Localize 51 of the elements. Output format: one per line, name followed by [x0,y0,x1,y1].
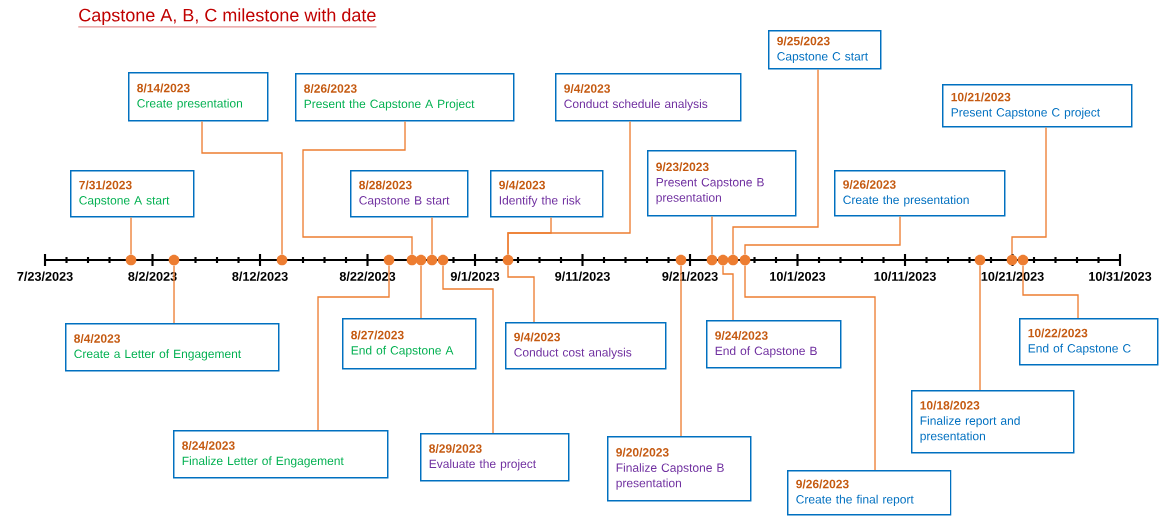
leader-line [1011,126,1047,256]
milestone-box: 8/24/2023 Finalize Letter of Engagement [173,430,389,479]
milestone-box: 9/24/2023 End of Capstone B [706,320,842,369]
leader-line [979,264,981,391]
axis-label: 10/1/2023 [770,271,826,281]
milestone-box: 10/21/2023 Present Capstone C project [942,84,1133,128]
milestone-box: 9/4/2023 Conduct cost analysis [505,322,667,370]
leader-line [744,264,876,471]
leader-line [711,215,713,256]
leader-line [722,264,734,321]
milestone-box: 9/26/2023 Create the final report [787,470,952,516]
leader-line [680,264,682,437]
milestone-box: 9/4/2023 Identify the risk [490,170,604,218]
leader-line [507,120,631,256]
axis-label: 8/2/2023 [128,271,177,281]
milestone-box: 8/4/2023 Create a Letter of Engagement [65,323,280,372]
axis-label: 9/1/2023 [450,271,500,281]
leader-line [732,68,819,256]
milestone-box: 8/27/2023 End of Capstone A [342,318,477,370]
leader-line [431,216,433,256]
milestone-box: 8/28/2023 Capstone B start [350,170,469,218]
title: Capstone A, B, C milestone with date [78,8,377,28]
leader-line [744,215,901,256]
milestone-box: 9/20/2023 Finalize Capstone B presentation [607,436,752,502]
milestone-box: 9/4/2023 Conduct schedule analysis [555,73,742,122]
axis-label: 10/11/2023 [874,271,936,281]
leader-line [173,264,175,324]
axis-label: 9/21/2023 [662,271,718,281]
milestone-box: 9/25/2023 Capstone C start [768,30,882,70]
milestone-box: 9/26/2023 Create the presentation [834,170,1006,217]
milestone-box: 8/26/2023 Present the Capstone A Project [295,73,515,122]
axis-label: 7/23/2023 [17,271,73,281]
milestone-box: 8/14/2023 Create presentation [128,72,269,122]
leader-line [302,120,413,256]
axis-label: 10/21/2023 [981,271,1044,281]
leader-line [317,264,390,431]
leader-line [201,120,283,256]
axis-label: 10/31/2023 [1089,271,1152,281]
milestone-box: 10/18/2023 Finalize report and presentation [911,390,1075,454]
axis-label: 8/12/2023 [232,271,288,281]
axis-label: 8/22/2023 [339,271,396,281]
axis-label: 9/11/2023 [555,271,610,281]
milestone-box: 8/29/2023 Evaluate the project [420,433,570,482]
leader-line [130,216,132,256]
leader-line [1022,264,1079,319]
leader-line [420,264,422,319]
leader-line [442,264,494,434]
milestone-box: 7/31/2023 Capstone A start [70,170,195,218]
milestone-box: 9/23/2023 Present Capstone B presentation [647,150,797,217]
leader-line [507,264,535,323]
milestone-box: 10/22/2023 End of Capstone C [1019,318,1159,366]
